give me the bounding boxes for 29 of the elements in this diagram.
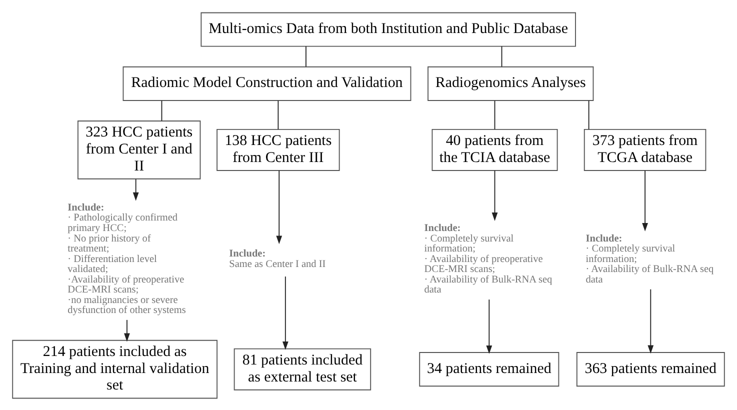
node-box: 138 HCC patients from Center III xyxy=(216,128,340,170)
node-box: 373 patients from TCGA database xyxy=(584,128,706,170)
connector xyxy=(278,100,279,130)
node-box: 34 patients remained xyxy=(419,352,560,386)
connector xyxy=(494,100,496,130)
node-box: 40 patients from the TCIA database xyxy=(432,128,558,170)
arrow xyxy=(648,288,654,354)
node-text: Include: · Pathologically confirmed primary HCC; · No prior history of treatment; · Differentiation level validated; ·Availability of preoperative DCE-MRI scans; ·no malignancies or severe dysfunction of other systems xyxy=(68,202,186,316)
arrow xyxy=(124,318,130,342)
node-box: 363 patients remained xyxy=(576,352,725,386)
arrow xyxy=(642,170,648,231)
connector xyxy=(588,100,590,130)
node-box: Multi-omics Data from both Institution and Public Database xyxy=(200,12,576,46)
node-box: 81 patients included as external test set xyxy=(234,348,372,390)
arrow xyxy=(492,170,498,220)
node-box: 214 patients included as Training and internal validation set xyxy=(12,339,218,398)
connector xyxy=(305,45,306,67)
connector xyxy=(501,45,502,67)
arrow xyxy=(486,298,492,354)
arrow xyxy=(282,276,288,350)
node-text: Include: · Completely survival information; · Availability of preoperative DCE-MRI scans; · Availability of Bulk-RNA seq data xyxy=(424,222,552,296)
connector xyxy=(161,100,162,121)
node-box: Radiogenomics Analyses xyxy=(428,66,594,100)
arrow xyxy=(132,178,139,200)
arrow xyxy=(276,170,282,244)
node-box: Radiomic Model Construction and Validation xyxy=(122,66,412,100)
node-box: 323 HCC patients from Center I and II xyxy=(77,120,201,179)
node-text: Include: · Completely survival information; · Availability of Bulk-RNA seq data xyxy=(586,232,714,285)
node-text: Include: Same as Center I and II xyxy=(229,248,326,270)
